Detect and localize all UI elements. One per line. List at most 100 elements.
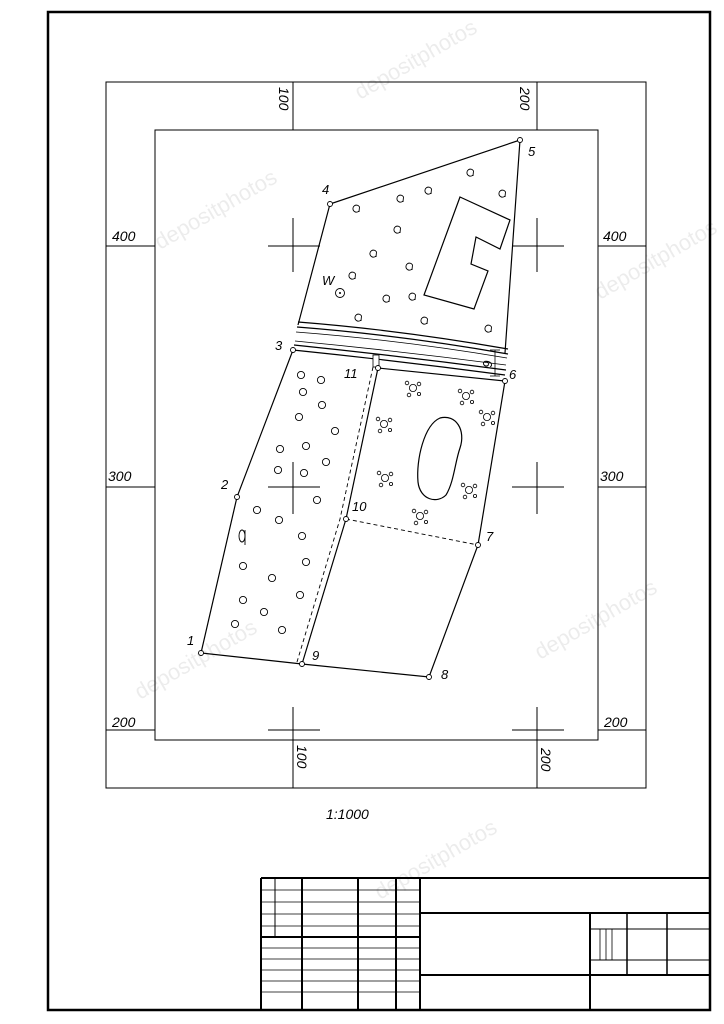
orchard-tree-icon [498,189,506,198]
survey-point-label: 2 [220,477,229,492]
survey-point-marker [475,542,481,548]
orchard-tree-icon [396,194,404,203]
road-width-label: 6 [480,360,495,368]
deciduous-tree-icon [297,531,307,541]
orchard-tree-icon [420,316,428,325]
survey-points: 1 2 3 4 5 6 7 8 9 10 11 [187,137,536,682]
survey-point-label: 9 [312,648,319,663]
watermark-text: depositphotos [350,14,481,104]
outer-grid-frame [105,81,647,789]
survey-point-label: 7 [486,529,494,544]
deciduous-tree-icon [301,441,311,451]
watermark-text: depositphotos [370,814,501,904]
survey-point-marker [502,378,508,384]
deciduous-trees [230,370,340,635]
survey-point-marker [198,650,204,656]
survey-point-label: 4 [322,182,329,197]
deciduous-tree-icon [230,619,240,629]
survey-point-marker [426,674,432,680]
survey-point-label: 6 [509,367,517,382]
deciduous-tree-icon [317,400,327,410]
grid-label-left-400: 400 [112,228,136,244]
deciduous-tree-icon [294,412,304,422]
scale-label: 1:1000 [326,806,369,822]
grid-label-left-300: 300 [108,468,132,484]
orchard-tree-icon [466,168,474,177]
orchard-tree-icon [408,292,416,301]
sheet-frame [46,10,712,1012]
road-width-dimension [490,349,500,377]
grid-ticks [106,82,646,788]
shrub-icon [404,380,422,398]
shrubs [375,380,496,526]
survey-point-label: 5 [528,144,536,159]
survey-point-label: 1 [187,633,194,648]
survey-point-marker [327,201,333,207]
survey-point-marker [234,494,240,500]
grid-label-right-400: 400 [603,228,627,244]
orchard-tree-icon [393,225,401,234]
shrub-icon [460,482,478,500]
inner-boundary [301,367,379,665]
grid-label-top-200: 200 [517,86,533,111]
deciduous-tree-icon [277,625,287,635]
survey-point-marker [299,661,305,667]
deciduous-tree-icon [316,375,326,385]
grid-label-left-200: 200 [111,714,136,730]
grid-label-right-200: 200 [603,714,628,730]
deciduous-tree-icon [274,515,284,525]
deciduous-tree-icon [312,495,322,505]
parcel-lower-boundary [200,349,506,678]
deciduous-tree-icon [301,557,311,567]
orchard-tree-icon [484,324,492,333]
grid-label-right-300: 300 [600,468,624,484]
deciduous-tree-icon [275,444,285,454]
survey-point-label: 8 [441,667,449,682]
dashed-path [296,366,374,663]
shrub-icon [457,388,475,406]
survey-point-label: 10 [352,499,367,514]
orchard-tree-icon [405,262,413,271]
orchard-tree-icon [382,294,390,303]
deciduous-tree-icon [267,573,277,583]
orchard-tree-icon [348,271,356,280]
division-10-7 [345,518,479,546]
orchard-trees [348,168,506,333]
shrub-icon [376,470,394,488]
road-band [292,321,509,376]
grid-label-bottom-100: 100 [294,745,310,769]
deciduous-tree-icon [238,595,248,605]
pole-symbol-icon [238,529,246,545]
orchard-tree-icon [424,186,432,195]
deciduous-tree-icon [296,370,306,380]
survey-point-marker [343,516,349,522]
grid-label-bottom-200: 200 [538,747,554,772]
deciduous-tree-icon [330,426,340,436]
watermark-text: depositphotos [150,164,281,254]
deciduous-tree-icon [259,607,269,617]
survey-point-marker [517,137,523,143]
watermark-text: depositphotos [530,574,661,664]
orchard-tree-icon [352,204,360,213]
deciduous-tree-icon [298,387,308,397]
building [423,196,511,310]
survey-point-label: 3 [275,338,283,353]
survey-point-marker [375,365,381,371]
survey-point-marker [290,347,296,353]
deciduous-tree-icon [299,468,309,478]
watermark-text: depositphotos [130,614,261,704]
parcel-upper-boundary [297,139,521,354]
deciduous-tree-icon [295,590,305,600]
pond [417,416,463,501]
deciduous-tree-icon [321,457,331,467]
inner-grid-frame [154,129,599,741]
shrub-icon [478,409,496,427]
survey-point-label: 11 [344,366,358,381]
deciduous-tree-icon [273,465,283,475]
grid-crosses [268,218,564,740]
grid-label-top-100: 100 [276,87,292,111]
orchard-tree-icon [354,313,362,322]
shrub-icon [411,508,429,526]
title-block [260,877,710,1010]
